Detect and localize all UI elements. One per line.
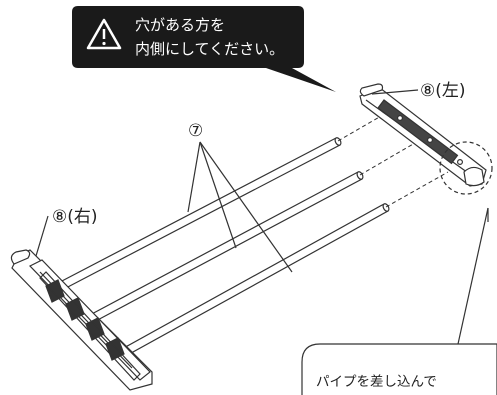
callout-text: パイプを差し込んで [316, 374, 437, 390]
holder-right [10, 249, 153, 391]
label-part-7: ⑦ [188, 121, 203, 141]
warning-line-2: 内側にしてください。 [135, 40, 284, 58]
callout-box: パイプを差し込んで [301, 343, 497, 395]
pipe-back [59, 137, 342, 290]
warning-triangle-icon [86, 18, 122, 50]
pipes [59, 137, 390, 358]
warning-bubble: 穴がある方を 内側にしてください。 [72, 6, 336, 92]
warning-line-1: 穴がある方を [135, 16, 225, 34]
leader-lines [35, 89, 489, 345]
label-part-8-right: ⑧(右) [52, 207, 98, 227]
holder-left [359, 83, 487, 187]
label-part-8-left: ⑧(左) [420, 81, 466, 101]
insertion-guides [337, 111, 449, 208]
detail-circle [439, 141, 493, 195]
